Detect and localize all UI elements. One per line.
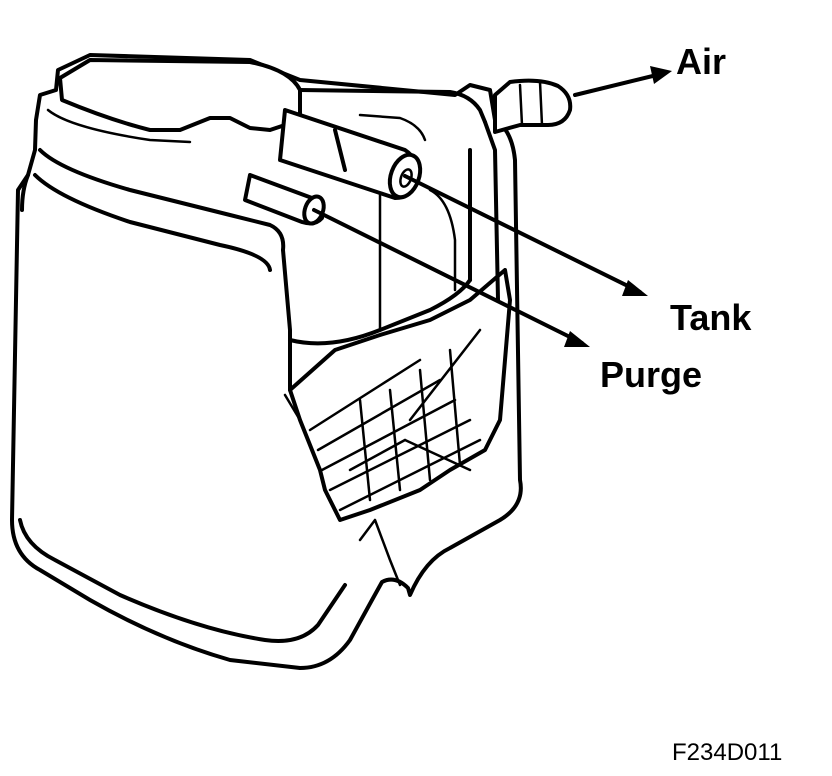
air-label: Air: [676, 41, 726, 82]
tank-label: Tank: [670, 297, 752, 338]
leader-arrows: [312, 66, 672, 347]
canister-body: [10, 53, 523, 670]
rib-section: [283, 268, 512, 587]
purge-label: Purge: [600, 354, 702, 395]
figure-code: F234D011: [672, 739, 782, 766]
